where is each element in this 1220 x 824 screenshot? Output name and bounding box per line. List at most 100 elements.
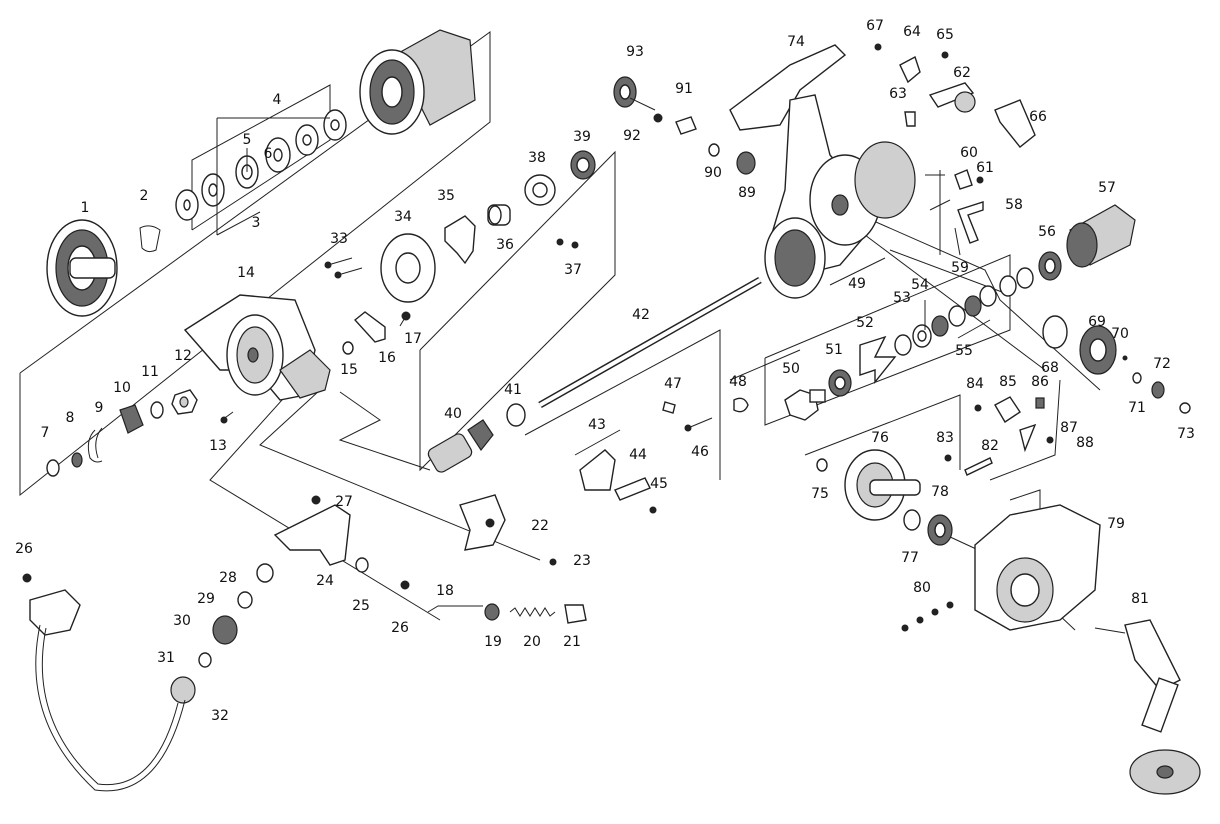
part-label: 43 [588,417,606,433]
part-14-rotor-housing [183,294,331,401]
part-82-88-small [944,396,1054,476]
part-81-handle [1094,619,1201,795]
part-label: 50 [782,361,800,377]
part-39-bearing [570,150,596,180]
part-69-gear [1079,325,1117,375]
part-label: 14 [237,265,255,281]
part-label: 66 [1029,109,1047,125]
part-label: 32 [211,708,229,724]
part-label: 24 [316,573,334,589]
part-label: 52 [856,315,874,331]
part-label: 72 [1153,356,1171,372]
part-53-55-washers [894,267,1034,356]
label-leaders [216,117,991,339]
part-label: 73 [1177,426,1195,442]
part-label: 92 [623,128,641,144]
part-label: 64 [903,24,921,40]
part-label: 6 [264,146,273,162]
part-label: 78 [931,484,949,500]
part-7-12-nut-stack [46,389,198,477]
part-label: 10 [113,380,131,396]
part-label: 7 [41,425,50,441]
parts [22,29,1201,795]
part-label: 87 [1060,420,1078,436]
part-43-45-oscillation [579,449,657,514]
part-label: 51 [825,342,843,358]
part-35-clutch [444,215,476,265]
part-label: 18 [436,583,454,599]
part-label: 35 [437,188,455,204]
part-37-screws [556,238,579,249]
part-57-cap [1066,204,1136,268]
part-label: 4 [273,92,282,108]
part-label: 61 [976,160,994,176]
part-label: 26 [391,620,409,636]
part-label: 27 [335,494,353,510]
part-label: 69 [1088,314,1106,330]
part-46-48-pins [662,397,749,432]
part-40-pinion [427,419,494,473]
part-42-main-shaft [538,276,762,409]
part-label: 15 [340,362,358,378]
part-label: 63 [889,86,907,102]
part-label: 85 [999,374,1017,390]
part-49-rod [829,257,886,286]
part-label: 22 [531,518,549,534]
part-33-screws [324,257,363,279]
part-label: 17 [404,331,422,347]
part-label: 31 [157,650,175,666]
part-label: 54 [911,277,929,293]
part-label: 70 [1111,326,1129,342]
part-label: 44 [629,447,647,463]
part-label: 13 [209,438,227,454]
part-label: 81 [1131,591,1149,607]
part-label: 1 [81,200,90,216]
part-38-bracket [524,174,556,206]
part-label: 34 [394,209,412,225]
part-label: 67 [866,18,884,34]
part-label: 68 [1041,360,1059,376]
part-rotor-ring [764,217,826,299]
part-label: 11 [141,364,159,380]
part-34-plate [380,233,436,303]
part-label: 65 [936,27,954,43]
part-label: 82 [981,438,999,454]
part-label: 37 [564,262,582,278]
part-label: 59 [951,260,969,276]
part-label: 30 [173,613,191,629]
part-label: 26 [15,541,33,557]
part-label: 21 [563,634,581,650]
part-label: 80 [913,580,931,596]
part-label: 89 [738,185,756,201]
part-label: 9 [95,400,104,416]
part-label: 5 [243,132,252,148]
part-label: 71 [1128,400,1146,416]
part-label: 62 [953,65,971,81]
part-79-side-cover [974,504,1101,631]
part-label: 93 [626,44,644,60]
part-51-bearing [828,369,852,397]
part-41-bearing [506,403,526,427]
part-label: 25 [352,598,370,614]
part-label: 16 [378,350,396,366]
part-label: 46 [691,444,709,460]
part-52-spring [859,335,897,384]
part-label: 91 [675,81,693,97]
part-label: 29 [197,591,215,607]
part-label: 19 [484,634,502,650]
part-label: 42 [632,307,650,323]
part-label: 56 [1038,224,1056,240]
part-label: 58 [1005,197,1023,213]
part-label: 86 [1031,374,1049,390]
part-label: 47 [664,376,682,392]
part-6-spool [359,29,476,135]
part-36-bushing [487,204,511,226]
part-label: 49 [848,276,866,292]
part-label: 38 [528,150,546,166]
part-label: 76 [871,430,889,446]
part-label: 77 [901,550,919,566]
part-13-screw [220,411,234,424]
